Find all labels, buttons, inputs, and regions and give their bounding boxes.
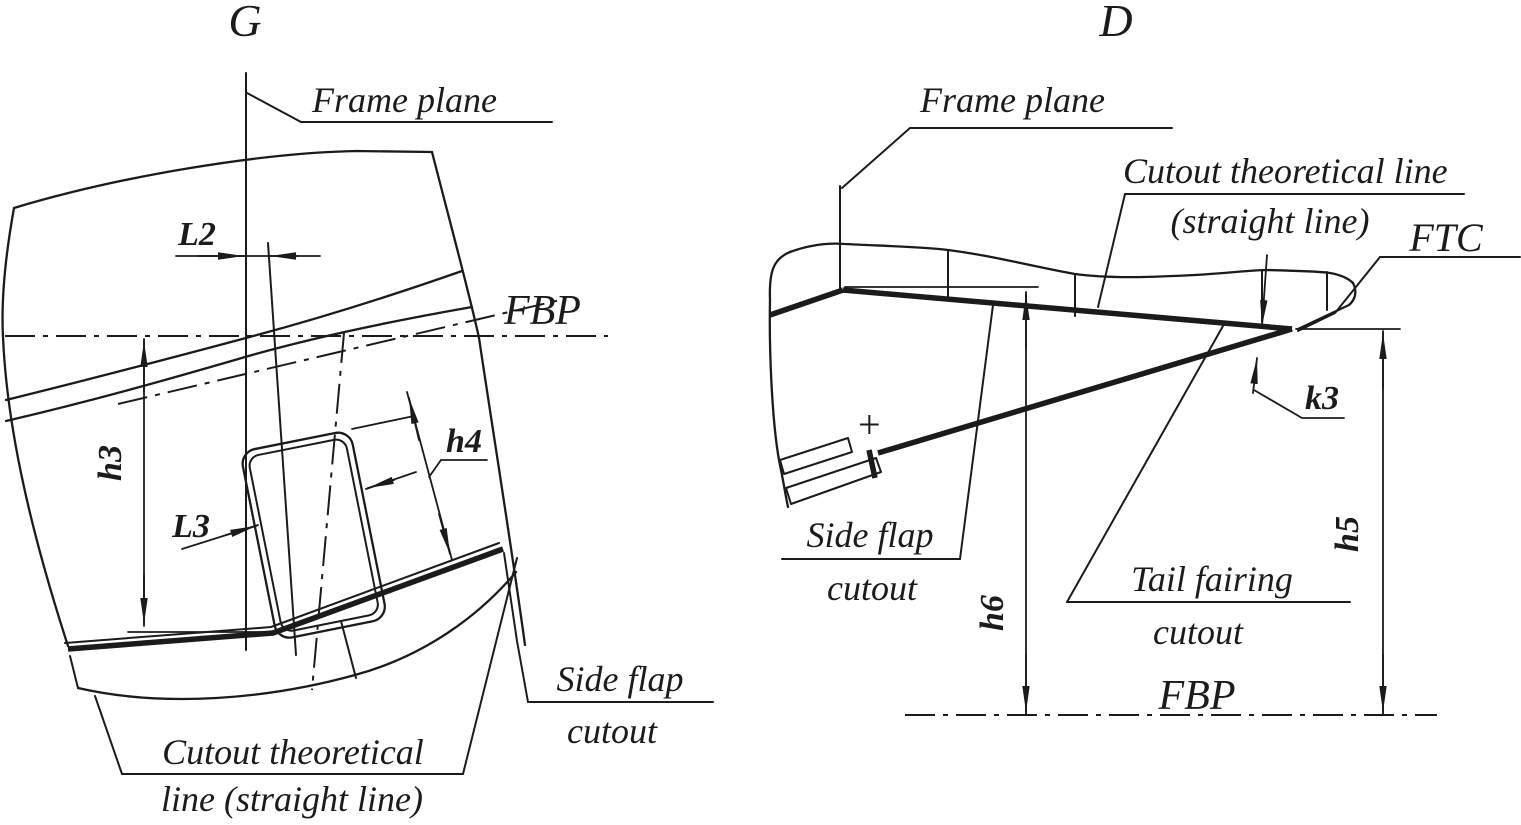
left-flap-left-edge bbox=[69, 655, 79, 689]
left-left-edge-outline bbox=[1, 206, 70, 648]
right-cutout-theoretical-label-line2: (straight line) bbox=[1171, 201, 1370, 241]
right-cutout-theoretical-label-line1: Cutout theoretical line bbox=[1123, 151, 1448, 191]
dim-h4-extension-line bbox=[351, 415, 415, 430]
left-cutout-axis-centerline bbox=[311, 332, 345, 691]
right-side-flap-strip-upper bbox=[779, 437, 853, 475]
dim-h4-label: h4 bbox=[446, 423, 482, 460]
left-side-flap-label-leader bbox=[503, 552, 529, 703]
right-cutout-theoretical-thick-line bbox=[842, 287, 1293, 332]
left-cutout-band-lower-line bbox=[4, 305, 474, 423]
left-cutout-theoretical-label-line1: Cutout theoretical bbox=[162, 732, 424, 772]
right-view: D Frame plane Cutout theoretical line (s… bbox=[768, 0, 1521, 719]
left-cutout-theoretical-thick-line bbox=[67, 546, 504, 652]
dim-k3-arrow-lower bbox=[1250, 357, 1258, 394]
right-side-flap-label-line2: cutout bbox=[827, 568, 918, 608]
right-fairing-tip-edge bbox=[1296, 281, 1357, 331]
dim-L3-arrow-left bbox=[225, 525, 257, 538]
dim-L3-label: L3 bbox=[171, 508, 210, 545]
left-right-edge-outline bbox=[430, 150, 527, 647]
right-frame-plane-leader bbox=[841, 127, 911, 189]
tail-fairing-label-line2: cutout bbox=[1153, 612, 1244, 652]
right-flap-thick-tick bbox=[866, 449, 878, 479]
left-fbp-label: FBP bbox=[503, 288, 581, 334]
left-top-outline bbox=[12, 149, 434, 210]
ftc-label: FTC bbox=[1408, 215, 1484, 260]
right-frame-plane-label: Frame plane bbox=[919, 80, 1105, 120]
dim-h3-label: h3 bbox=[92, 445, 129, 481]
ftc-label-leader bbox=[1297, 256, 1381, 332]
right-fbp-label: FBP bbox=[1158, 673, 1236, 719]
left-side-flap-label-line2: cutout bbox=[567, 711, 658, 751]
left-flap-cutout-rect-inner bbox=[248, 438, 379, 632]
left-cutout-band-upper-line bbox=[4, 269, 464, 402]
left-flap-cutout-rect-outer bbox=[241, 431, 386, 639]
dim-h6-label: h6 bbox=[974, 595, 1011, 631]
left-frame-plane-label: Frame plane bbox=[311, 80, 497, 120]
flap-hinge-plus-marker: + bbox=[856, 402, 883, 447]
left-view-title: G bbox=[228, 0, 261, 46]
left-flap-cutout-rectangle bbox=[241, 431, 386, 639]
right-side-flap-label-line1: Side flap bbox=[807, 515, 934, 555]
dim-h4-arrow-top bbox=[408, 397, 420, 441]
dim-h4-arrow-bottom bbox=[438, 513, 451, 555]
right-view-title: D bbox=[1098, 0, 1132, 46]
tail-fairing-label-line1: Tail fairing bbox=[1131, 559, 1293, 599]
left-diagonal-centerline bbox=[117, 299, 561, 405]
dim-h4-label-leader bbox=[428, 459, 442, 478]
left-cutout-theoretical-thin-line bbox=[64, 542, 500, 644]
right-cutout-theoretical-label-leader bbox=[1097, 193, 1126, 308]
left-flap-station-tick bbox=[340, 620, 357, 679]
right-left-edge-outline bbox=[768, 250, 792, 509]
right-thick-line-left-segment bbox=[769, 287, 844, 318]
left-side-flap-label-line1: Side flap bbox=[557, 659, 684, 699]
dim-k3-arrow-upper bbox=[1260, 254, 1268, 327]
dim-h5-label: h5 bbox=[1329, 516, 1366, 552]
dim-L3-arrow-right bbox=[367, 476, 395, 489]
dim-k3-label: k3 bbox=[1305, 380, 1339, 417]
left-cutout-side-reference-line bbox=[267, 242, 297, 656]
left-cutout-theoretical-label-leader-left bbox=[94, 695, 123, 775]
right-side-flap-strip-lower bbox=[785, 457, 882, 505]
dim-L2-label: L2 bbox=[177, 216, 216, 253]
left-view: G Frame plane L2 FBP h3 L3 h4 Side flap … bbox=[1, 0, 714, 819]
right-side-flap-label-leader bbox=[959, 304, 994, 560]
right-tail-fairing-cutout-thick-line bbox=[877, 326, 1293, 456]
tail-fairing-label-leader bbox=[1066, 325, 1224, 603]
dim-k3-label-leader bbox=[1253, 389, 1345, 419]
left-cutout-theoretical-label-line2: line (straight line) bbox=[161, 779, 423, 819]
left-frame-plane-leader bbox=[246, 92, 553, 123]
right-top-outline bbox=[788, 242, 1355, 285]
left-cutout-theoretical-label-leader-right bbox=[462, 557, 518, 775]
